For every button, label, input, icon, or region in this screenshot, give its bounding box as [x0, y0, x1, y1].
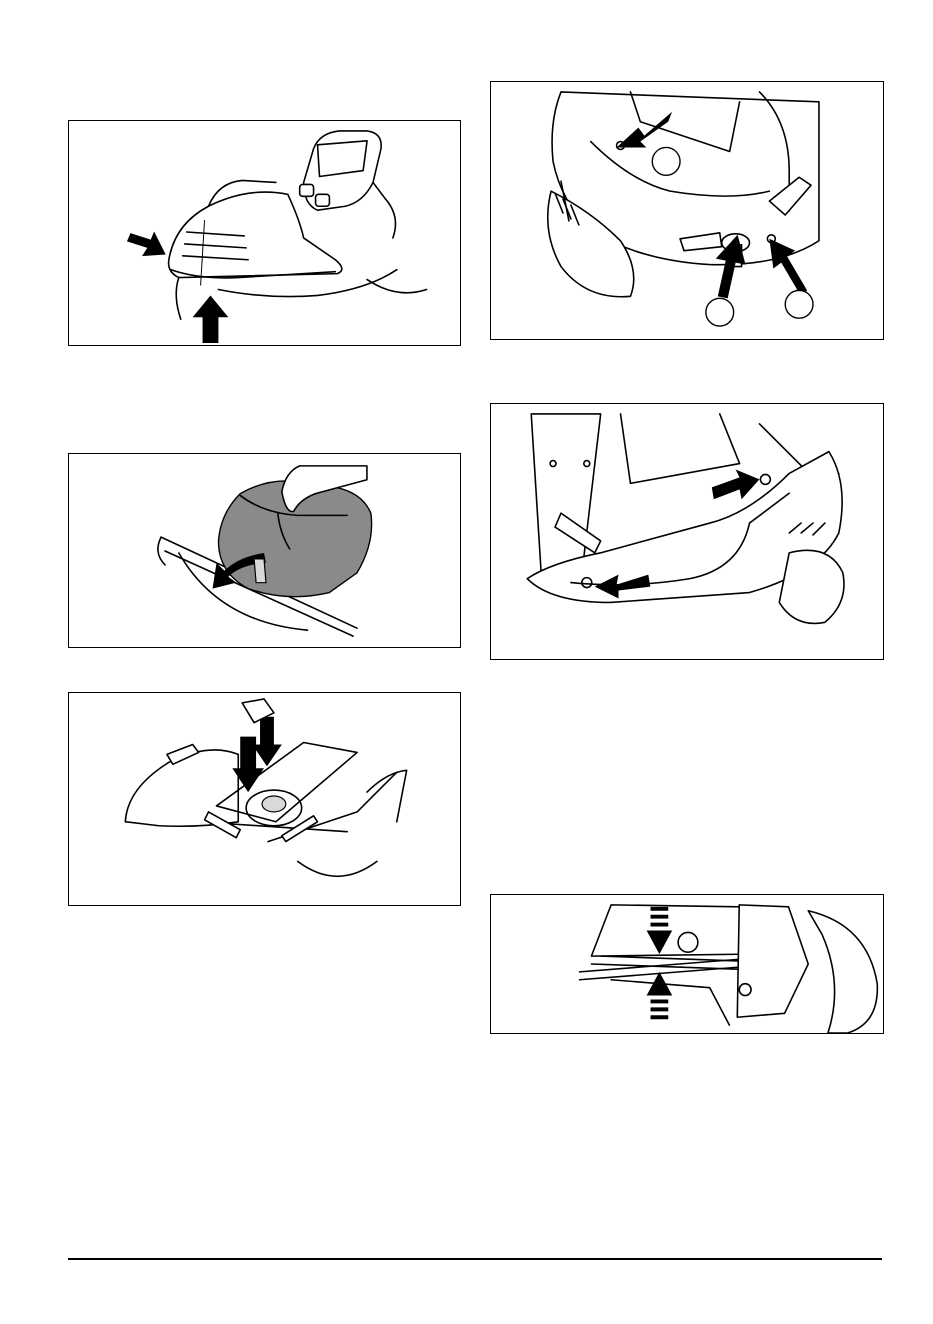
- figure-hood-release: [68, 120, 461, 346]
- callout-2: [706, 298, 734, 326]
- figure-rear-mounts: [490, 81, 884, 340]
- gap-measure-illustration: [491, 895, 883, 1033]
- figure-cover-removal: [68, 453, 461, 648]
- callout-1: [652, 147, 680, 175]
- figure-frame-press: [68, 692, 461, 906]
- cover-removal-illustration: [69, 454, 460, 647]
- figure-gap-measure: [490, 894, 884, 1034]
- hood-release-illustration: [69, 121, 460, 345]
- footer-rule: [68, 1258, 882, 1260]
- frame-press-illustration: [69, 693, 460, 905]
- deck-mounts-illustration: [491, 404, 883, 659]
- figure-deck-mounts: [490, 403, 884, 660]
- rear-mounts-illustration: [491, 82, 883, 339]
- callout-3: [785, 290, 813, 318]
